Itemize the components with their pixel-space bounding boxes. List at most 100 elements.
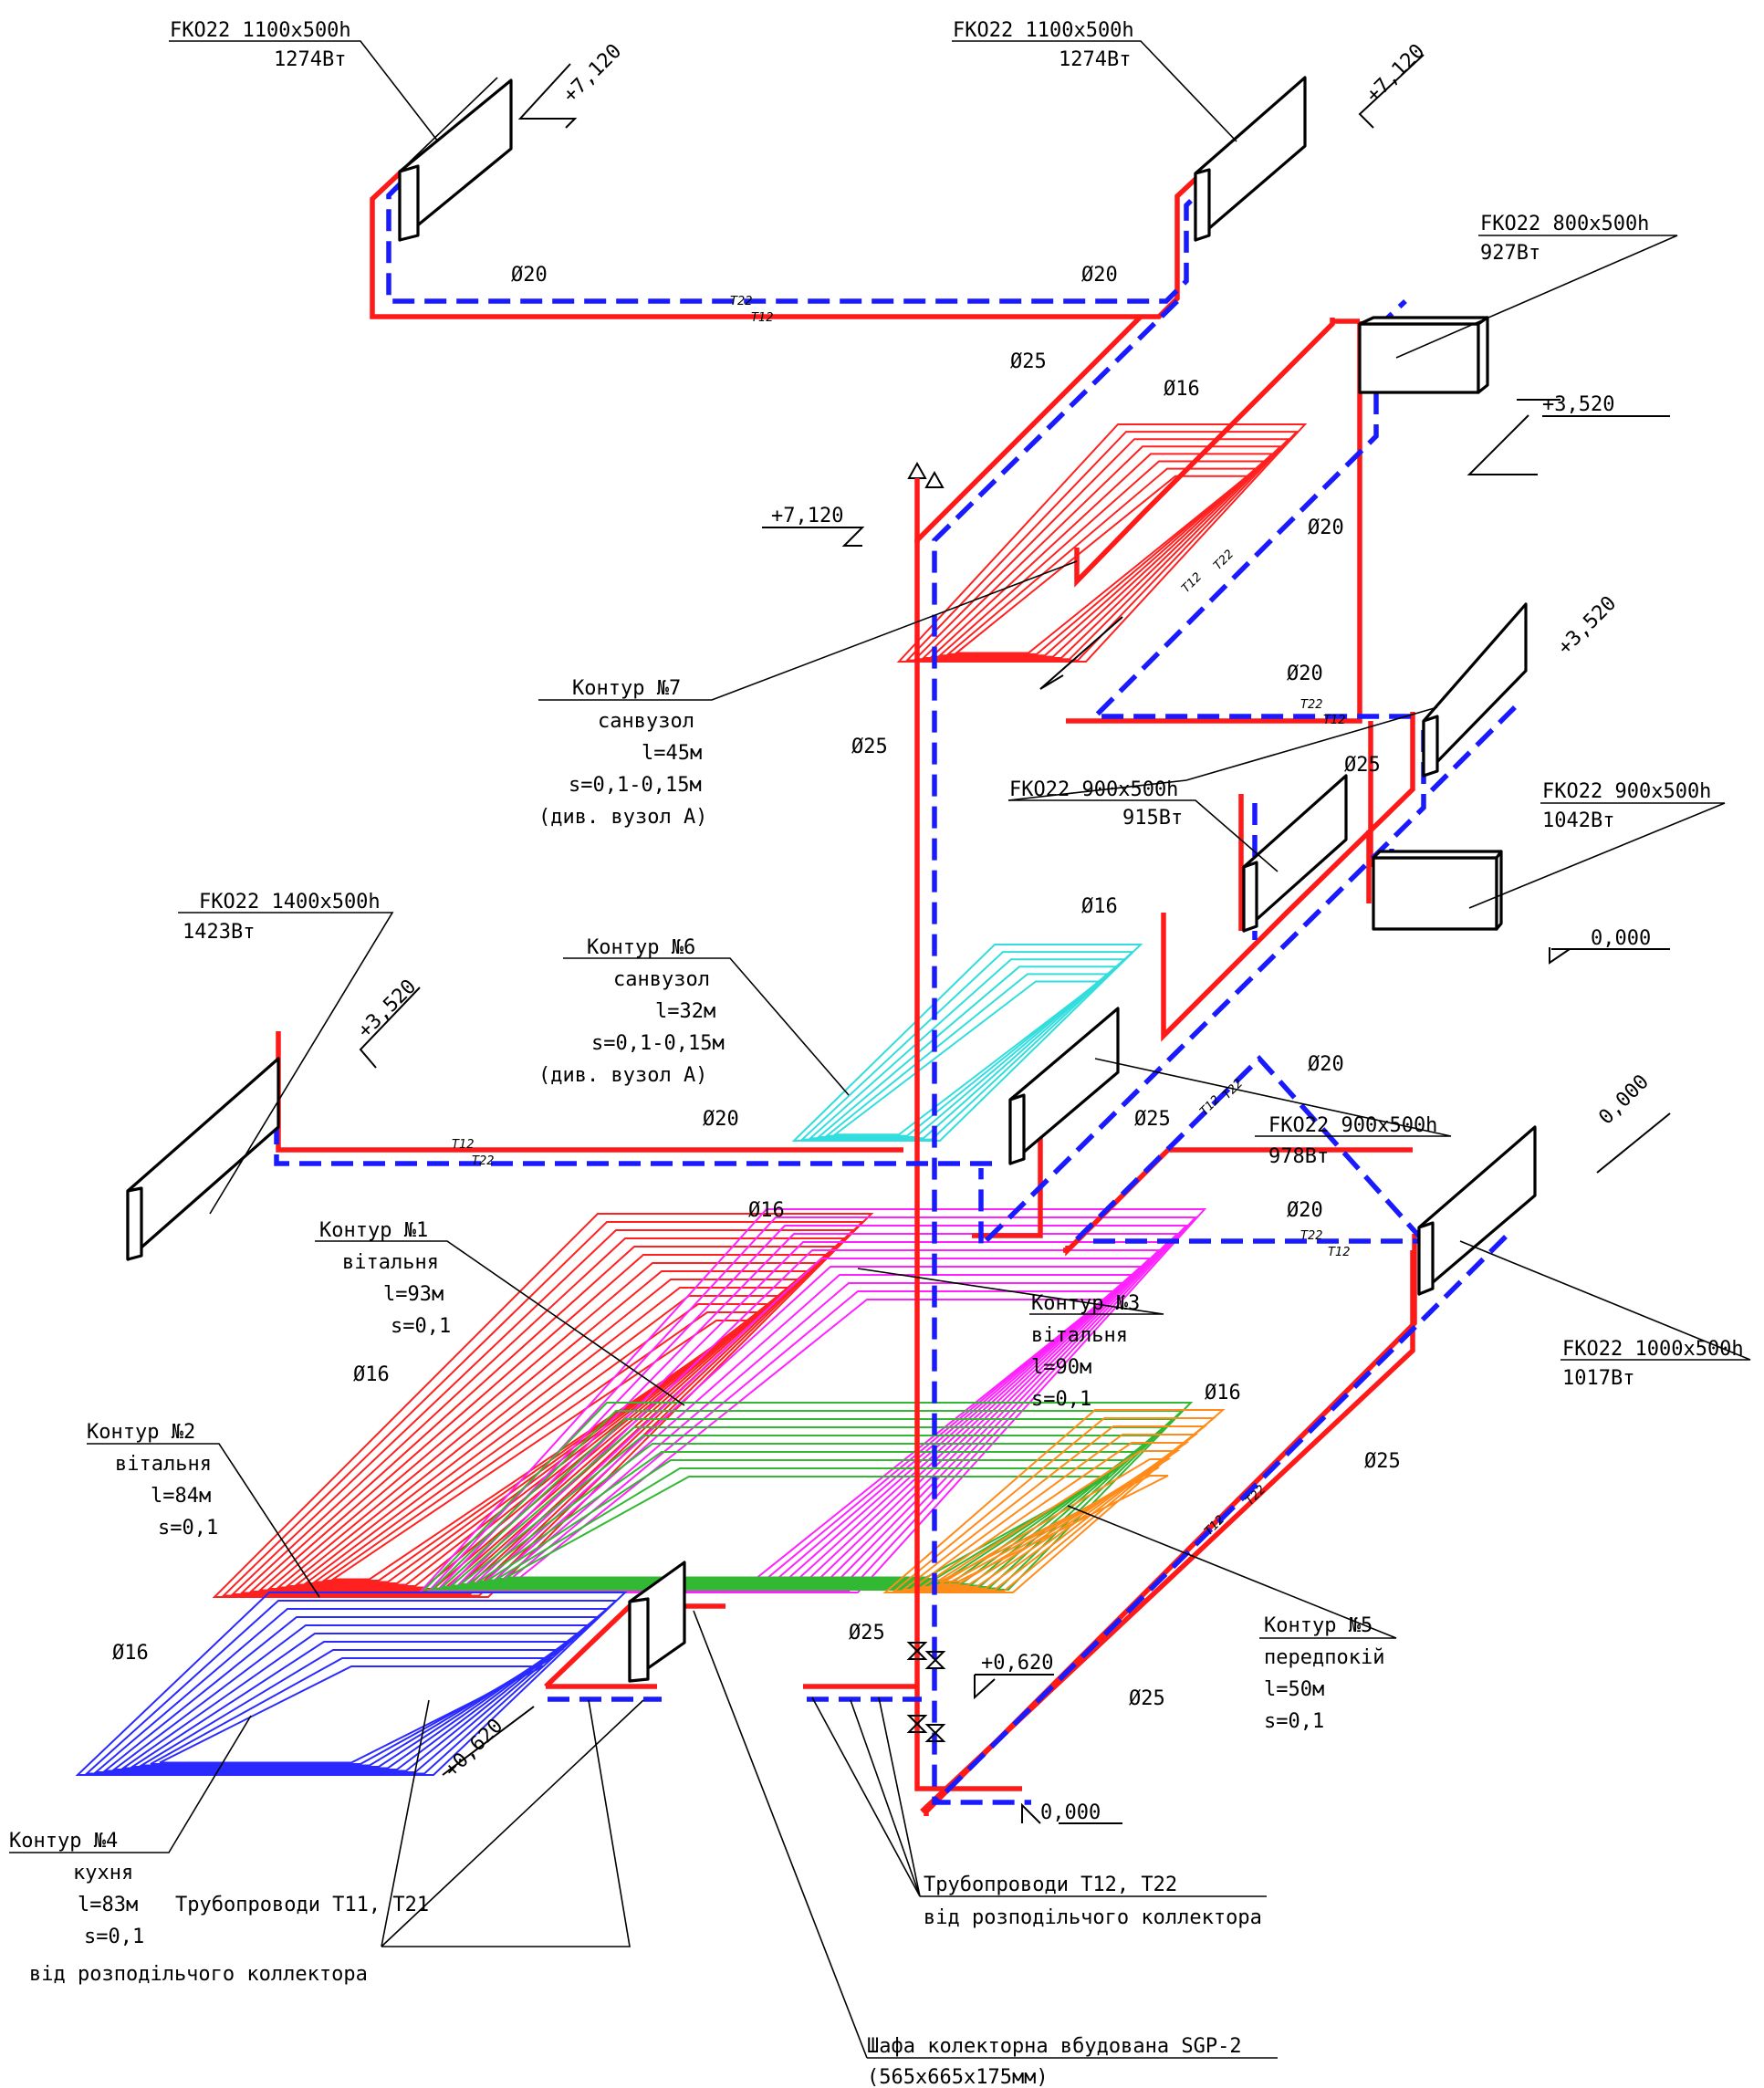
- meander-loop: [937, 460, 1267, 657]
- meander-loop: [816, 966, 1119, 1138]
- radiator-3-800: [1358, 316, 1489, 394]
- c7-room: санвузол: [598, 710, 694, 733]
- return-pipes: [274, 181, 1517, 1805]
- meander-loop: [475, 1451, 1140, 1582]
- rad3-power: 927Вт: [1480, 242, 1540, 265]
- code-t22-diag2: Т22: [1220, 1077, 1246, 1102]
- circuit-1-meander: [212, 1213, 874, 1598]
- c3-title: Контур №3: [1031, 1292, 1140, 1315]
- d20-800: Ø20: [1308, 517, 1344, 539]
- meander-loop: [892, 1417, 1216, 1592]
- d25-right: Ø25: [1364, 1450, 1401, 1473]
- c7-spacing: s=0,1-0,15м: [569, 774, 702, 797]
- rad3-model: FKO22 800x500h: [1480, 213, 1649, 235]
- note-t11-sub: від розподільчого коллектора: [29, 1963, 368, 1986]
- meander-loop: [257, 1254, 829, 1592]
- meander-loop: [791, 944, 1143, 1142]
- meander-loop: [927, 1450, 1181, 1587]
- level-zero-right2: 0,000: [1594, 1070, 1654, 1130]
- meander-loop: [832, 980, 1102, 1136]
- radiator-2-top-right: [1194, 76, 1307, 242]
- meander-loop: [212, 1213, 874, 1598]
- note-t11: Трубопроводи Т11, Т21: [175, 1894, 429, 1916]
- meander-loop: [936, 1458, 1172, 1585]
- rad6-power: 1423Вт: [183, 921, 255, 944]
- meander-loop: [129, 1641, 574, 1768]
- riser-arrows: [907, 461, 945, 543]
- c1-spacing: s=0,1: [391, 1315, 451, 1338]
- rad6-model: FKO22 1400x500h: [199, 891, 381, 914]
- note-cabinet: Шафа колекторна вбудована SGP-2: [867, 2035, 1242, 2058]
- meander-loop: [320, 1311, 766, 1582]
- d16-c5: Ø16: [1205, 1382, 1241, 1404]
- meander-loop: [138, 1649, 565, 1767]
- c7-length: l=45м: [642, 742, 702, 765]
- d20-top-a: Ø20: [511, 264, 548, 287]
- meander-loop: [417, 1208, 1207, 1593]
- d25-riser: Ø25: [851, 736, 888, 758]
- code-t22-r: Т22: [1300, 1229, 1322, 1243]
- code-t12-diag1: Т12: [1179, 570, 1205, 596]
- meander-loop: [93, 1608, 610, 1773]
- rad5-power: 1042Вт: [1542, 809, 1614, 832]
- code-t22-left: Т22: [472, 1154, 494, 1168]
- code-t12-top: Т12: [751, 311, 773, 325]
- meander-loop: [918, 1442, 1190, 1588]
- code-t22-mid: Т22: [1300, 698, 1322, 712]
- rad5-model: FKO22 900x500h: [1542, 780, 1711, 803]
- c6-spacing: s=0,1-0,15м: [591, 1032, 725, 1055]
- radiator-1-top-left: [398, 77, 513, 242]
- meander-loop: [939, 1475, 1169, 1582]
- d20-top-b: Ø20: [1081, 264, 1118, 287]
- meander-loop: [901, 1425, 1207, 1591]
- meander-loop: [929, 453, 1275, 658]
- top-right-radiator-extra: [1422, 602, 1528, 778]
- rad7-power: 978Вт: [1268, 1145, 1329, 1168]
- circuit-5-meander: [882, 1409, 1226, 1593]
- rad1-power: 1274Вт: [274, 48, 346, 71]
- level-top-b: +7,120: [1362, 40, 1429, 108]
- radiator-6-1400: [126, 1057, 280, 1261]
- rad7-model: FKO22 900x500h: [1268, 1114, 1437, 1137]
- d25-978: Ø25: [1134, 1108, 1171, 1131]
- meander-loop: [422, 1402, 1194, 1591]
- rad8-model: FKO22 1000x500h: [1562, 1338, 1744, 1361]
- meander-loop: [276, 1270, 810, 1589]
- c4-length: l=83м: [78, 1894, 138, 1916]
- c4-room: кухня: [73, 1862, 133, 1884]
- c5-title: Контур №5: [1264, 1614, 1373, 1637]
- d16-c6: Ø16: [1081, 895, 1118, 918]
- meander-loop: [303, 1295, 783, 1584]
- code-t22-diag1: Т22: [1211, 548, 1237, 573]
- note-t12-sub: від розподільчого коллектора: [924, 1906, 1262, 1929]
- meander-loop: [904, 431, 1300, 662]
- level-valve: +0,620: [981, 1652, 1053, 1675]
- rad2-model: FKO22 1100x500h: [953, 19, 1134, 42]
- c6-length: l=32м: [655, 1000, 715, 1023]
- c3-spacing: s=0,1: [1031, 1388, 1091, 1411]
- note-t12: Трубопроводи Т12, Т22: [924, 1874, 1177, 1896]
- meander-loop: [159, 1665, 544, 1764]
- code-t22-top: Т22: [730, 295, 752, 308]
- note-cabinet-size: (565х665х175мм): [867, 2066, 1049, 2088]
- d25-bottom: Ø25: [1129, 1687, 1165, 1710]
- level-riser: +7,120: [771, 505, 843, 527]
- d20-1000: Ø20: [1287, 1199, 1323, 1222]
- valves: [906, 1642, 946, 1742]
- meander-loop: [311, 1303, 775, 1583]
- c6-title: Контур №6: [587, 936, 695, 959]
- meander-loop: [921, 445, 1283, 659]
- c5-spacing: s=0,1: [1264, 1710, 1324, 1733]
- meander-loop: [945, 467, 1258, 655]
- meander-loop: [808, 958, 1127, 1140]
- level-top-a: +7,120: [558, 40, 626, 108]
- d20-left: Ø20: [703, 1108, 739, 1131]
- code-t12-left: Т12: [452, 1138, 474, 1152]
- meander-loop: [221, 1221, 865, 1597]
- level-zero-bottom: 0,000: [1040, 1801, 1101, 1824]
- d16-c4: Ø16: [112, 1642, 149, 1665]
- meander-loop: [913, 438, 1291, 661]
- radiator-7-900-978: [1008, 1007, 1120, 1165]
- d25-top: Ø25: [1010, 350, 1047, 373]
- c2-spacing: s=0,1: [158, 1517, 218, 1540]
